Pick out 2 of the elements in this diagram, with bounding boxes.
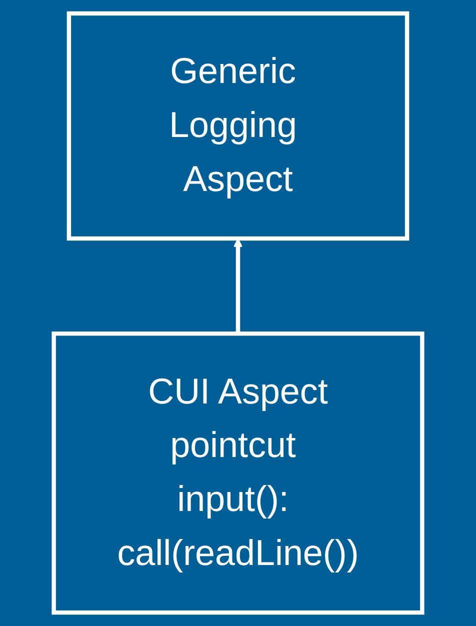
node-box: CUI Aspect pointcut input(): call(readLine()) [52,332,424,615]
node-box: Generic Logging Aspect [66,11,410,241]
